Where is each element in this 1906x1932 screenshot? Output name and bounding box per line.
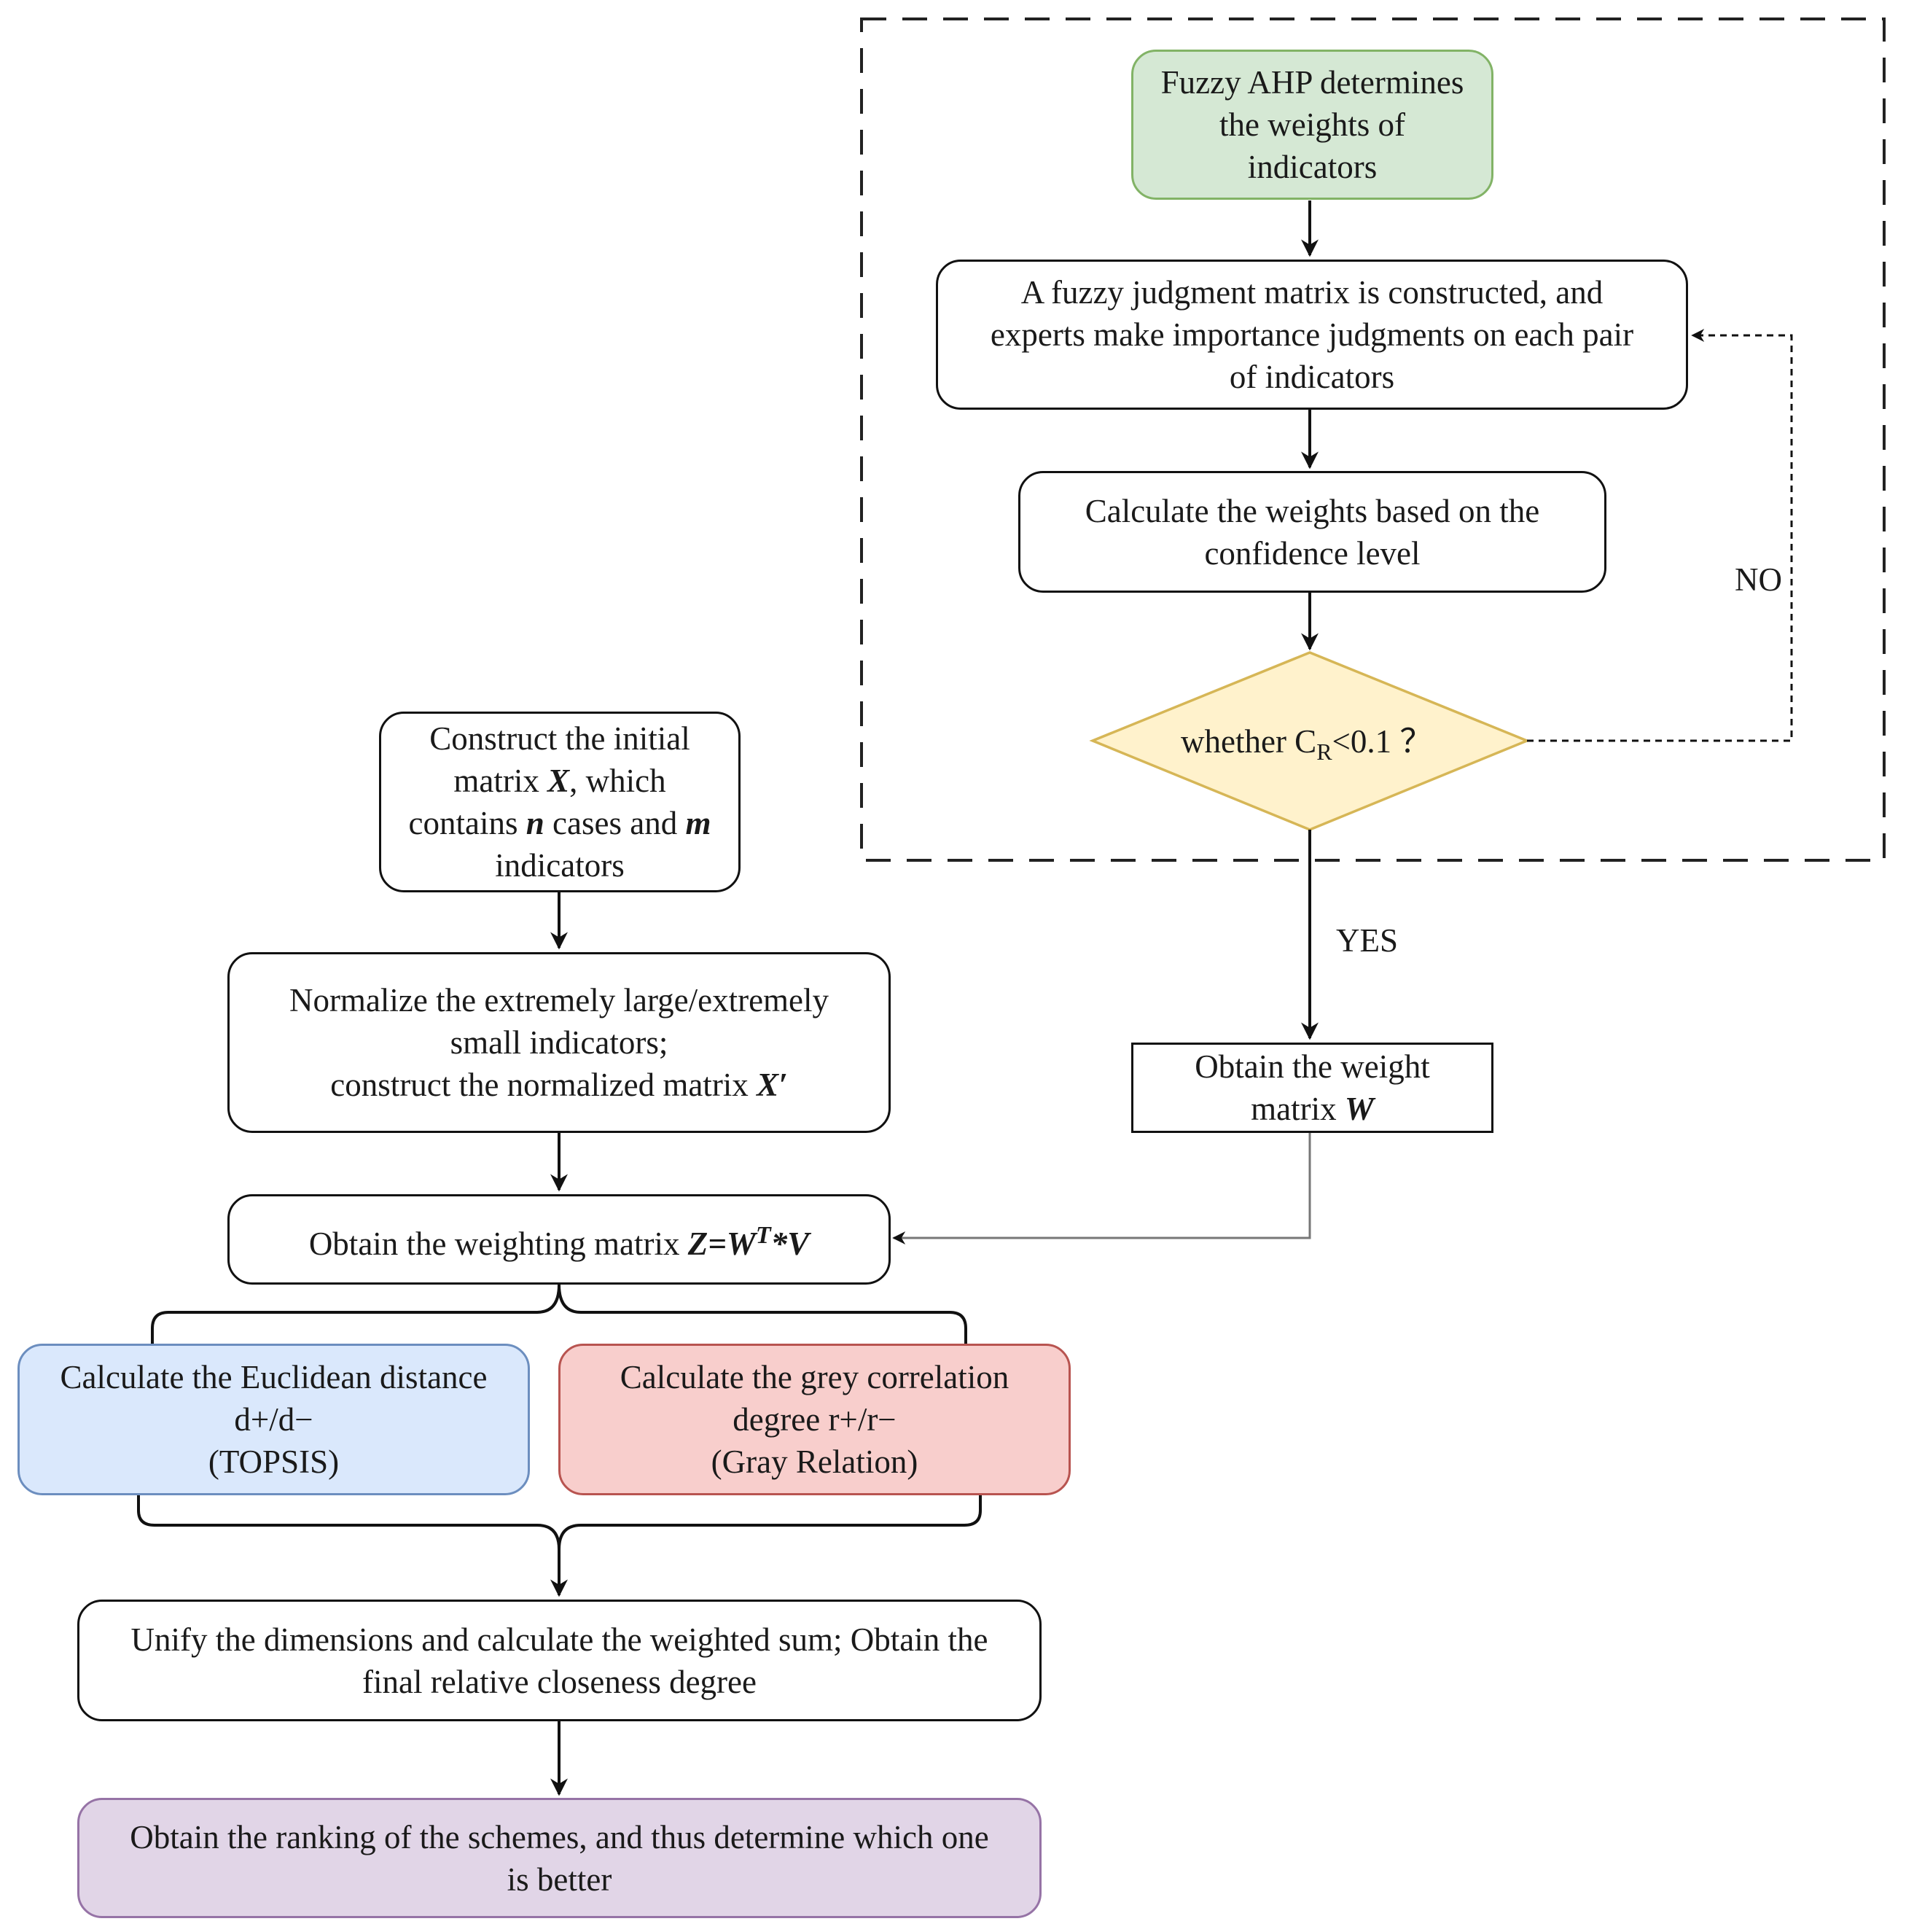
node-text: contains <box>408 805 526 841</box>
node-text-line: indicators <box>1247 149 1378 185</box>
yes-label: YES <box>1336 922 1399 959</box>
matrix-var: X <box>547 763 570 799</box>
node-text-line: matrix <box>1251 1091 1345 1127</box>
node-text-line: indicators <box>495 847 625 884</box>
indicator-var: m <box>685 805 711 841</box>
unify-node: Unify the dimensions and calculate the w… <box>77 1600 1042 1721</box>
node-text-line: d+/d− <box>234 1401 313 1438</box>
node-text-line: Calculate the grey correlation <box>620 1359 1009 1395</box>
node-text: matrix <box>453 763 548 799</box>
calc-weights-node: Calculate the weights based on the confi… <box>1018 471 1606 593</box>
node-text-line: (Gray Relation) <box>711 1444 918 1480</box>
topsis-node: Calculate the Euclidean distance d+/d− (… <box>17 1344 530 1495</box>
normalize-node: Normalize the extremely large/extremely … <box>227 952 891 1133</box>
node-text-line: of indicators <box>1229 359 1395 395</box>
grey-relation-node: Calculate the grey correlation degree r+… <box>558 1344 1071 1495</box>
node-text-line: degree r+/r− <box>733 1401 897 1438</box>
node-text-line: experts make importance judgments on eac… <box>990 316 1634 353</box>
node-text-line: Obtain the weight <box>1195 1048 1430 1085</box>
node-text-line: Unify the dimensions and calculate the w… <box>130 1621 988 1658</box>
arrow-no-loop <box>1527 329 1793 742</box>
node-text-line: small indicators; <box>450 1024 668 1061</box>
fuzzy-judgment-node: A fuzzy judgment matrix is constructed, … <box>936 260 1688 410</box>
decision-prefix: whether C <box>1181 723 1317 760</box>
split-bracket <box>151 1284 967 1344</box>
merge-bracket <box>137 1495 982 1550</box>
ahp-group-frame <box>860 17 1886 862</box>
weighting-matrix-node: Obtain the weighting matrix Z=WT*V <box>227 1194 891 1285</box>
formula-var: Z=W <box>687 1225 756 1262</box>
node-text-line: final relative closeness degree <box>362 1663 757 1700</box>
node-text: construct the normalized matrix <box>330 1067 757 1103</box>
matrix-var: X′ <box>757 1067 788 1103</box>
decision-subscript: R <box>1316 739 1332 765</box>
node-text: Obtain the weighting matrix <box>308 1225 688 1262</box>
no-label: NO <box>1735 561 1782 598</box>
node-text-line: Fuzzy AHP determines <box>1160 64 1464 101</box>
initial-matrix-node: Construct the initial matrix X, which co… <box>379 712 741 892</box>
node-text-line: is better <box>507 1861 612 1898</box>
node-text: cases and <box>544 805 686 841</box>
ranking-node: Obtain the ranking of the schemes, and t… <box>77 1798 1042 1918</box>
arrow-weight-to-weighting <box>892 1132 1311 1244</box>
node-text-line: the weights of <box>1219 106 1405 143</box>
weight-matrix-node: Obtain the weight matrix W <box>1131 1043 1493 1133</box>
decision-label: whether CR<0.1 ？ <box>1181 720 1432 773</box>
node-text-line: Obtain the ranking of the schemes, and t… <box>130 1818 989 1855</box>
fuzzy-ahp-start-node: Fuzzy AHP determines the weights of indi… <box>1131 50 1493 200</box>
decision-suffix: <0.1 ？ <box>1332 723 1433 760</box>
formula-superscript: T <box>755 1221 771 1249</box>
node-text-line: Construct the initial <box>429 720 690 757</box>
node-text-line: Calculate the weights based on the <box>1085 492 1540 529</box>
formula-var: *V <box>770 1225 810 1262</box>
node-text-line: (TOPSIS) <box>208 1444 340 1480</box>
node-text: , which <box>569 763 666 799</box>
node-text-line: confidence level <box>1204 534 1421 572</box>
node-text-line: Calculate the Euclidean distance <box>60 1359 488 1395</box>
case-var: n <box>526 805 544 841</box>
node-text-line: Normalize the extremely large/extremely <box>289 982 829 1018</box>
matrix-var: W <box>1344 1091 1374 1127</box>
node-text-line: A fuzzy judgment matrix is constructed, … <box>1020 274 1604 311</box>
